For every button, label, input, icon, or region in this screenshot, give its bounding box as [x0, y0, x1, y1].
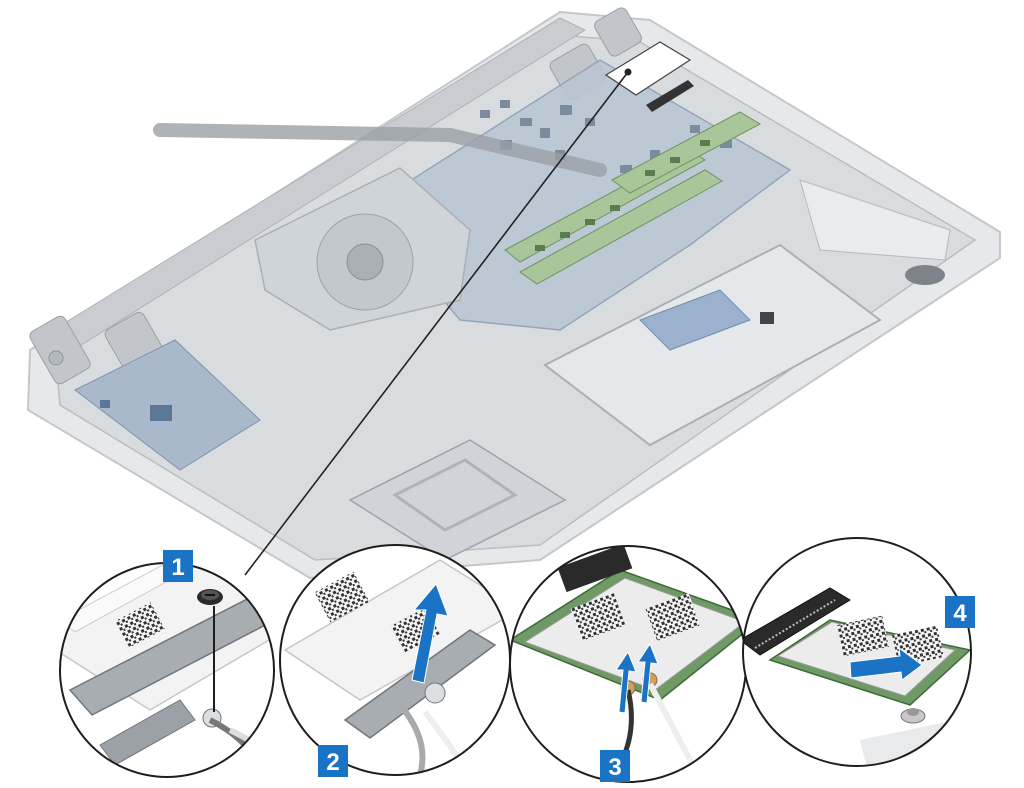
- touchpad: [543, 243, 882, 447]
- antenna-bracket: [68, 594, 274, 716]
- m2-slot: [743, 587, 851, 656]
- step-badge-4: 4: [945, 596, 975, 628]
- wlan-card-location: [604, 41, 694, 112]
- callout-leader-line: [244, 71, 629, 576]
- io-board: [74, 339, 261, 471]
- detail-step-4: [742, 537, 972, 767]
- lift-arrow-icon: [411, 583, 449, 684]
- memory-modules: [504, 111, 762, 285]
- laptop-palmrest-assembly: [26, 7, 1001, 580]
- speaker-right: [799, 179, 951, 285]
- disconnect-arrows-icon: [615, 642, 659, 714]
- step-badge-1: 1: [163, 550, 193, 582]
- step-badge-3: 3: [600, 750, 630, 782]
- detail-step-2: [279, 544, 511, 776]
- hard-drive-bracket: [348, 439, 567, 561]
- step-number-2: 2: [326, 749, 339, 776]
- step-number-1: 1: [171, 554, 184, 581]
- thermal-module: [153, 123, 607, 331]
- step-number-4: 4: [953, 600, 967, 627]
- step-number-3: 3: [608, 754, 621, 781]
- detail-step-3: [509, 545, 747, 783]
- hinge-left: [29, 315, 91, 385]
- slide-arrow-icon: [849, 646, 923, 681]
- step-badge-2: 2: [318, 745, 348, 777]
- screw-icon: [197, 589, 223, 605]
